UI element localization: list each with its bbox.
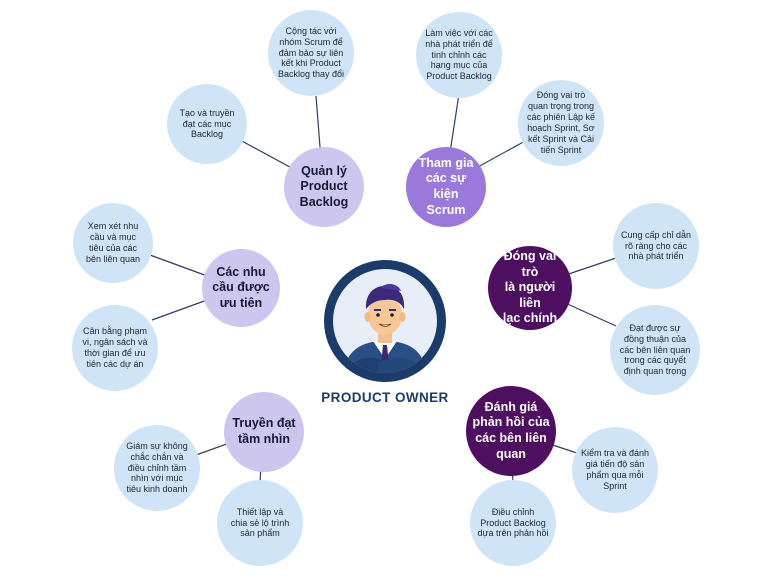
sub-node: Tạo và truyền đạt các mục Backlog (167, 84, 247, 164)
sub-node: Thiết lập và chia sẻ lộ trình sản phẩm (217, 480, 303, 566)
sub-node-label: Đạt được sự đồng thuận của các bên liên … (619, 322, 691, 377)
sub-node: Cung cấp chỉ dẫn rõ ràng cho các nhà phá… (613, 203, 699, 289)
businessman-illustration (343, 284, 427, 373)
sub-node: Giám sự không chắc chắn và điều chỉnh tầ… (114, 425, 200, 511)
hub-danh-gia-phan-hoi: Đánh giá phản hồi của các bên liên quan (466, 386, 556, 476)
sub-node: Cộng tác với nhóm Scrum để đảm bảo sự li… (268, 10, 354, 96)
hub-tham-gia-su-kien-scrum: Tham gia các sự kiện Scrum (406, 147, 486, 227)
sub-node: Làm việc với các nhà phát triển để tinh … (416, 12, 502, 98)
hub-cac-nhu-cau-uu-tien: Các nhu cầu được ưu tiên (202, 249, 280, 327)
businessman-avatar-icon (333, 269, 437, 373)
sub-node-label: Điều chỉnh Product Backlog dựa trên phản… (477, 506, 549, 539)
hub-label: Tham gia các sự kiện Scrum (418, 155, 474, 217)
sub-node-label: Cung cấp chỉ dẫn rõ ràng cho các nhà phá… (620, 229, 692, 262)
sub-node: Cân bằng phạm vi, ngân sách và thời gian… (72, 305, 158, 391)
sub-node-label: Tạo và truyền đạt các mục Backlog (179, 107, 235, 140)
sub-node: Điều chỉnh Product Backlog dựa trên phản… (470, 480, 556, 566)
sub-node: Xem xét nhu cầu và mục tiêu của các bên … (73, 203, 153, 283)
sub-node-label: Xem xét nhu cầu và mục tiêu của các bên … (85, 221, 141, 264)
sub-node-label: Kiểm tra và đánh giá tiến độ sản phẩm qu… (580, 448, 650, 491)
hub-label: Quản lý Product Backlog (299, 163, 349, 209)
center-title: PRODUCT OWNER (321, 390, 449, 405)
sub-node-label: Thiết lập và chia sẻ lộ trình sản phẩm (230, 506, 290, 539)
hub-label: Đánh giá phản hồi của các bên liên quan (472, 399, 550, 461)
sub-node-label: Đóng vai trò quan trọng trong các phiên … (526, 90, 596, 155)
hub-label: Truyền đạt tầm nhìn (232, 416, 296, 446)
sub-node: Kiểm tra và đánh giá tiến độ sản phẩm qu… (572, 427, 658, 513)
hub-quan-ly-product-backlog: Quản lý Product Backlog (284, 147, 364, 227)
sub-node: Đóng vai trò quan trọng trong các phiên … (518, 80, 604, 166)
hub-nguoi-lien-lac-chinh: Đóng vai trò là người liên lạc chính (488, 246, 572, 330)
sub-node: Đạt được sự đồng thuận của các bên liên … (610, 305, 700, 395)
hub-truyen-dat-tam-nhin: Truyền đạt tầm nhìn (224, 392, 304, 472)
sub-node-label: Làm việc với các nhà phát triển để tinh … (425, 27, 493, 82)
hub-label: Đóng vai trò là người liên lạc chính (502, 248, 558, 326)
product-owner-avatar (324, 260, 446, 382)
sub-node-label: Giám sự không chắc chắn và điều chỉnh tầ… (126, 440, 188, 495)
hub-label: Các nhu cầu được ưu tiên (212, 264, 270, 310)
sub-node-label: Cân bằng phạm vi, ngân sách và thời gian… (82, 326, 148, 369)
sub-node-label: Cộng tác với nhóm Scrum để đảm bảo sự li… (277, 25, 345, 80)
